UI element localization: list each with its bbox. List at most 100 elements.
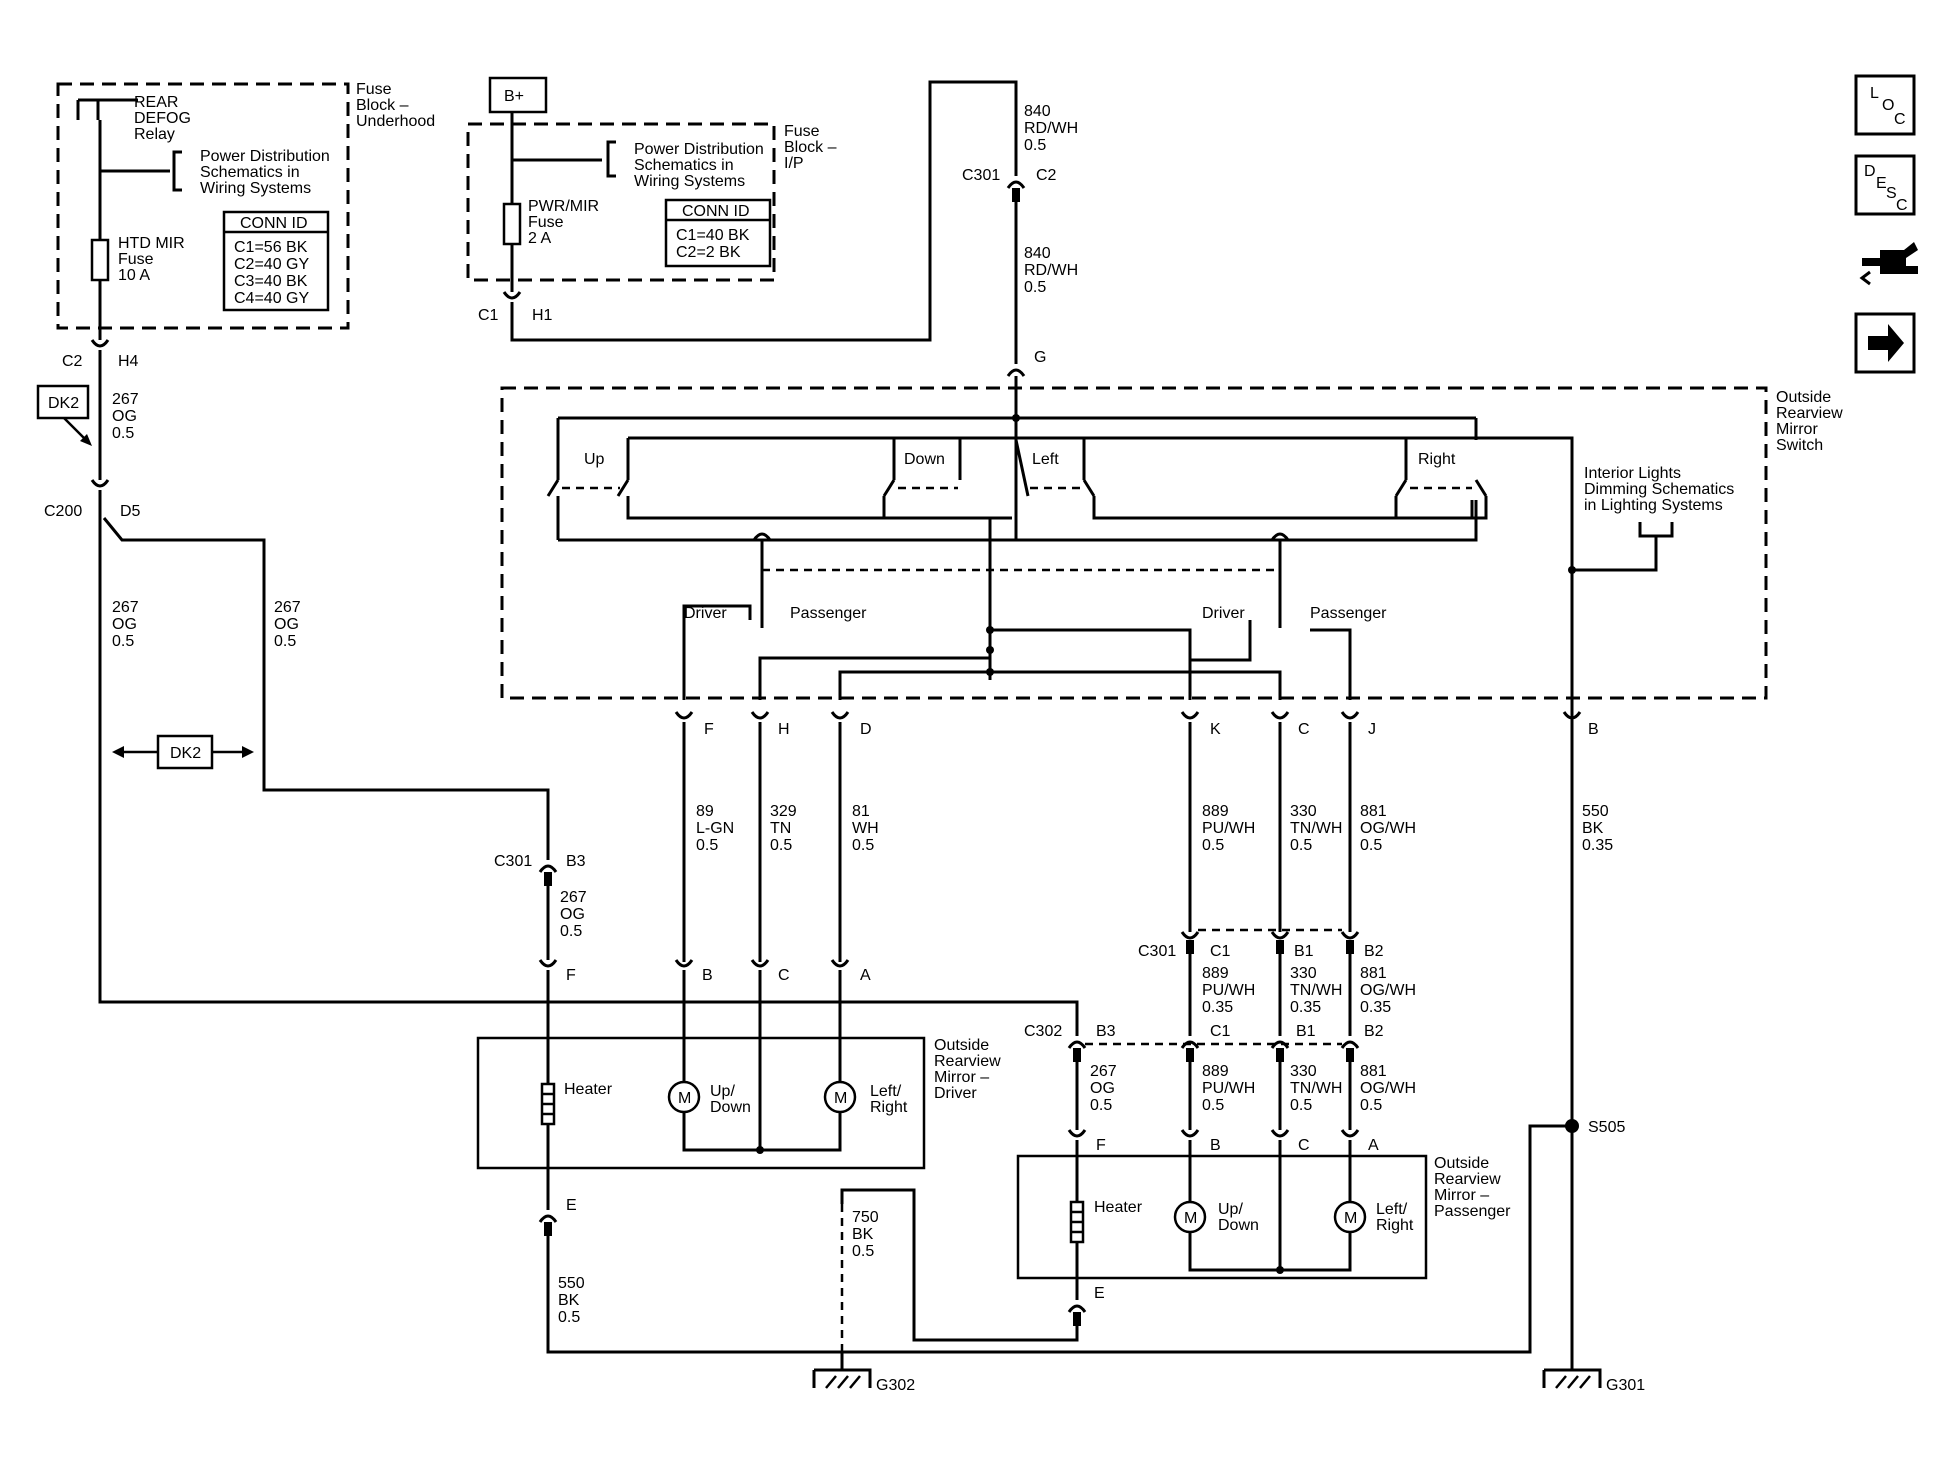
svg-text:B3: B3 (566, 853, 586, 870)
svg-text:E: E (1876, 175, 1887, 192)
connector-c301-c2 (1006, 180, 1026, 189)
connector-c1-h1 (502, 291, 522, 300)
svg-text:F: F (704, 721, 714, 738)
passenger-mirror-pins: F B C A (1067, 1129, 1379, 1154)
svg-text:M: M (1184, 1210, 1197, 1227)
dk2-reference-mid[interactable]: DK2 (112, 734, 254, 770)
svg-text:0.5: 0.5 (274, 633, 296, 650)
switch-connector-pins: F H D K C J B (674, 711, 1599, 738)
svg-text:L: L (1870, 85, 1879, 102)
svg-text:S: S (1886, 185, 1897, 202)
svg-text:330: 330 (1290, 965, 1317, 982)
switch-up-label: Up (584, 451, 605, 468)
svg-text:OG: OG (1090, 1080, 1115, 1097)
wire-840-mid: 840 RD/WH 0.5 (1024, 245, 1078, 296)
wire-267-mid: 267 OG 0.5 (274, 599, 301, 650)
svg-text:267: 267 (112, 599, 139, 616)
svg-text:L-GN: L-GN (696, 820, 734, 837)
svg-text:550: 550 (1582, 803, 1609, 820)
svg-text:BK: BK (852, 1226, 874, 1243)
connector-g (1006, 368, 1026, 377)
passenger-leftright-motor (1333, 1200, 1367, 1234)
conn-id-row: C1=56 BK (234, 239, 308, 256)
svg-text:C301: C301 (1138, 943, 1176, 960)
svg-text:D: D (860, 721, 872, 738)
svg-text:BK: BK (558, 1292, 580, 1309)
svg-text:M: M (678, 1090, 691, 1107)
svg-text:267: 267 (274, 599, 301, 616)
svg-text:B1: B1 (1294, 943, 1314, 960)
passenger-updown-motor (1173, 1200, 1207, 1234)
svg-text:OG: OG (274, 616, 299, 633)
driver-updown-label: Up/Down (710, 1083, 751, 1116)
switch-down-label: Down (904, 451, 945, 468)
svg-text:B: B (1210, 1137, 1221, 1154)
pin-label: H4 (118, 353, 139, 370)
svg-text:329: 329 (770, 803, 797, 820)
svg-text:0.5: 0.5 (112, 633, 134, 650)
svg-text:TN/WH: TN/WH (1290, 982, 1342, 999)
passenger-pin-e (1067, 1304, 1087, 1313)
wire-840-top: 840 RD/WH 0.5 (1024, 103, 1078, 154)
svg-text:F: F (566, 967, 576, 984)
svg-text:C301: C301 (494, 853, 532, 870)
svg-text:889: 889 (1202, 1063, 1229, 1080)
connector-label: C2 (62, 353, 83, 370)
conn-id-table (222, 210, 330, 312)
svg-text:0.5: 0.5 (1024, 137, 1046, 154)
svg-text:G: G (1034, 349, 1046, 366)
svg-text:O: O (1882, 97, 1894, 114)
passenger-leftright-label: Left/Right (1376, 1201, 1414, 1234)
svg-text:267: 267 (112, 391, 139, 408)
svg-text:267: 267 (560, 889, 587, 906)
connector-c200-d5 (90, 479, 110, 488)
svg-text:0.5: 0.5 (1360, 837, 1382, 854)
next-arrow-icon[interactable] (1854, 312, 1916, 374)
wire-89: 89L-GN0.5 (696, 803, 734, 854)
svg-text:TN/WH: TN/WH (1290, 1080, 1342, 1097)
battery-b-plus-box (488, 76, 548, 114)
battery-label: B+ (504, 88, 524, 105)
switch-right-label: Right (1418, 451, 1456, 468)
svg-text:0.5: 0.5 (696, 837, 718, 854)
svg-text:0.5: 0.5 (558, 1309, 580, 1326)
svg-text:B2: B2 (1364, 1023, 1384, 1040)
svg-text:PU/WH: PU/WH (1202, 982, 1255, 999)
ground-g301-label: G301 (1606, 1377, 1645, 1394)
conn-id-header: CONN ID (240, 215, 308, 232)
dk2-reference-top[interactable]: DK2 (36, 384, 92, 446)
svg-text:0.5: 0.5 (1290, 837, 1312, 854)
svg-text:0.5: 0.5 (852, 837, 874, 854)
svg-text:889: 889 (1202, 965, 1229, 982)
svg-text:0.5: 0.5 (1202, 1097, 1224, 1114)
switch-passenger-label: Passenger (790, 605, 867, 622)
connector-icon[interactable] (1859, 242, 1918, 286)
svg-text:C: C (778, 967, 790, 984)
loc-icon[interactable]: LOC (1854, 74, 1916, 136)
ground-g302-icon (812, 1352, 872, 1389)
svg-text:TN/WH: TN/WH (1290, 820, 1342, 837)
svg-text:840: 840 (1024, 245, 1051, 262)
conn-id-row: C3=40 BK (234, 273, 308, 290)
connector-c301-b3 (538, 864, 558, 873)
svg-text:RD/WH: RD/WH (1024, 120, 1078, 137)
driver-pin-e (538, 1214, 558, 1223)
